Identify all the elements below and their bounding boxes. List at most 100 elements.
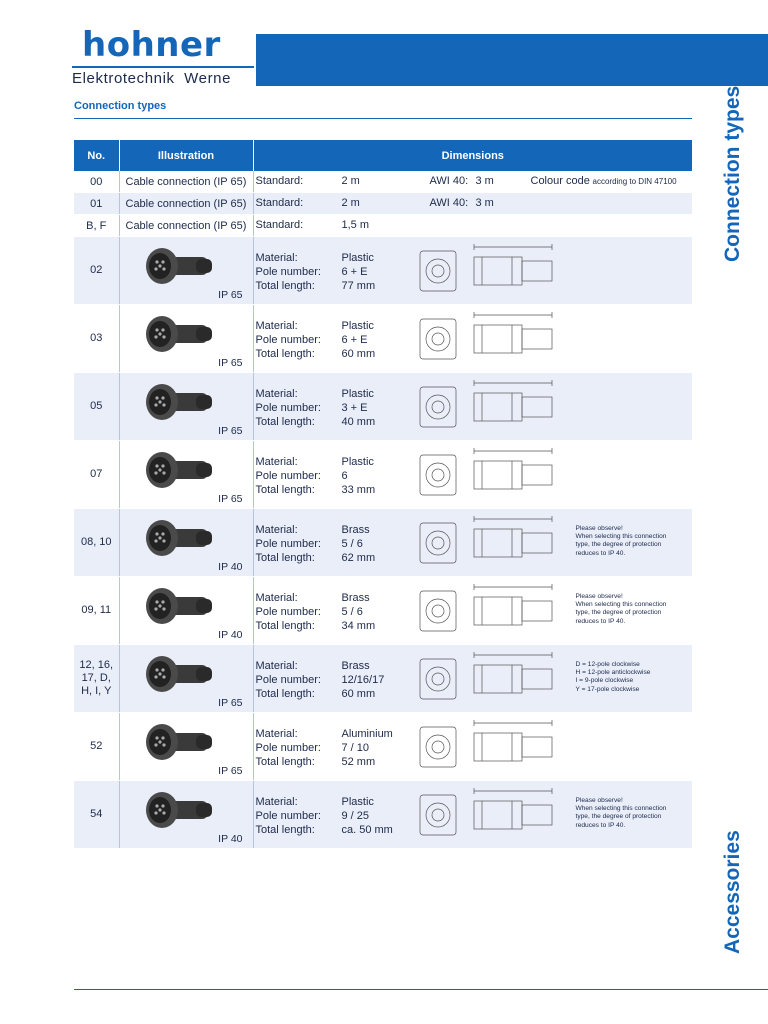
material-label: Material: [255, 660, 298, 672]
row-note-line: Please observe! [575, 797, 623, 804]
material-label: Material: [255, 320, 298, 332]
row-illustration: IP 65 [119, 712, 254, 781]
awi-value: 3 m [475, 175, 494, 187]
total-length-value: 62 mm [341, 552, 376, 564]
material-label: Material: [255, 796, 298, 808]
connector-photo [138, 583, 214, 629]
side-title-text: Connection types [721, 86, 744, 263]
side-title-accessories: Accessories [721, 820, 761, 960]
standard-label: Standard: [255, 219, 304, 231]
row-note-line: reduces to IP 40. [575, 821, 626, 829]
dimension-drawing [412, 241, 560, 301]
ip-rating: IP 65 [218, 425, 243, 437]
total-length-label: Total length: [255, 416, 315, 428]
total-length-label: Total length: [255, 620, 315, 632]
pole-number-label: Pole number: [255, 810, 321, 822]
row-illustration: IP 40 [119, 780, 254, 849]
total-length-label: Total length: [255, 280, 315, 292]
dimension-drawing [412, 377, 560, 437]
total-length-value: ca. 50 mm [341, 824, 393, 836]
row-no: 02 [74, 236, 120, 305]
row-note-line: D = 12-pole clockwise [575, 661, 640, 668]
ip-rating: IP 40 [218, 833, 243, 845]
section-title: Connection types [74, 100, 167, 112]
row-no: B, F [74, 214, 120, 237]
total-length-label: Total length: [255, 688, 315, 700]
total-length-value: 52 mm [341, 756, 376, 768]
material-value: Plastic [341, 456, 374, 468]
pole-number-value: 7 / 10 [341, 742, 370, 754]
connector-photo [138, 311, 214, 357]
material-label: Material: [255, 252, 298, 264]
total-length-value: 34 mm [341, 620, 376, 632]
pole-number-label: Pole number: [255, 470, 321, 482]
total-length-value: 33 mm [341, 484, 376, 496]
ip-rating: IP 65 [218, 697, 243, 709]
row-note-line: I = 9-pole clockwise [575, 677, 634, 685]
material-value: Plastic [341, 796, 374, 808]
footer-rule [74, 989, 768, 990]
standard-value: 1,5 m [341, 219, 370, 231]
pole-number-value: 5 / 6 [341, 606, 363, 618]
dimension-drawing [412, 513, 560, 573]
pole-number-label: Pole number: [255, 538, 321, 550]
material-value: Brass [341, 592, 370, 604]
connector-photo [138, 787, 214, 833]
dimension-drawing [412, 581, 560, 641]
table-header-row: No. Illustration Dimensions [74, 140, 692, 171]
row-illustration: IP 65 [119, 440, 254, 509]
total-length-value: 60 mm [341, 348, 376, 360]
row-illustration: IP 40 [119, 576, 254, 645]
row-no: 08, 10 [74, 508, 120, 577]
total-length-label: Total length: [255, 824, 315, 836]
logo-subtitle: Elektrotechnik Werne [72, 70, 232, 87]
row-note-line: When selecting this connection [575, 533, 667, 541]
side-title-connection-types: Connection types [721, 86, 761, 286]
standard-value: 2 m [341, 197, 360, 209]
total-length-value: 40 mm [341, 416, 376, 428]
colour-code-label: Colour code [530, 175, 590, 187]
total-length-label: Total length: [255, 484, 315, 496]
total-length-label: Total length: [255, 348, 315, 360]
connector-photo [138, 447, 214, 493]
material-value: Plastic [341, 388, 374, 400]
total-length-label: Total length: [255, 552, 315, 564]
section-rule [74, 118, 692, 119]
dimension-drawing [412, 649, 560, 709]
material-label: Material: [255, 524, 298, 536]
row-no: 12, 16, 17, D, H, I, Y [74, 644, 120, 713]
row-note-line: When selecting this connection [575, 805, 667, 813]
side-accessories-text: Accessories [721, 830, 744, 954]
row-note-line: type, the degree of protection [575, 609, 662, 617]
logo-rule [72, 66, 254, 68]
logo-wordmark: hohner [82, 25, 221, 65]
connector-photo [138, 379, 214, 425]
row-note-line: Please observe! [575, 593, 623, 600]
row-no: 52 [74, 712, 120, 781]
pole-number-value: 3 + E [341, 402, 368, 414]
row-note: Please observe!When selecting this conne… [576, 593, 680, 626]
connection-types-table: No. Illustration Dimensions 00 Cable con… [74, 140, 692, 849]
pole-number-value: 12/16/17 [341, 674, 385, 686]
ip-rating: IP 65 [218, 357, 243, 369]
total-length-label: Total length: [255, 756, 315, 768]
material-value: Aluminium [341, 728, 393, 740]
ip-rating: IP 65 [218, 493, 243, 505]
connector-photo [138, 515, 214, 561]
row-note-line: When selecting this connection [575, 601, 667, 609]
header-dimensions: Dimensions [253, 140, 692, 171]
dimension-drawing [412, 445, 560, 505]
row-illustration: IP 65 [119, 644, 254, 713]
pole-number-label: Pole number: [255, 606, 321, 618]
dimension-drawing [412, 309, 560, 369]
dimension-drawing [412, 785, 560, 845]
row-note-line: Please observe! [575, 525, 623, 532]
connector-photo [138, 243, 214, 289]
row-no: 54 [74, 780, 120, 849]
row-note-line: reduces to IP 40. [575, 617, 626, 625]
material-value: Plastic [341, 320, 374, 332]
material-value: Plastic [341, 252, 374, 264]
